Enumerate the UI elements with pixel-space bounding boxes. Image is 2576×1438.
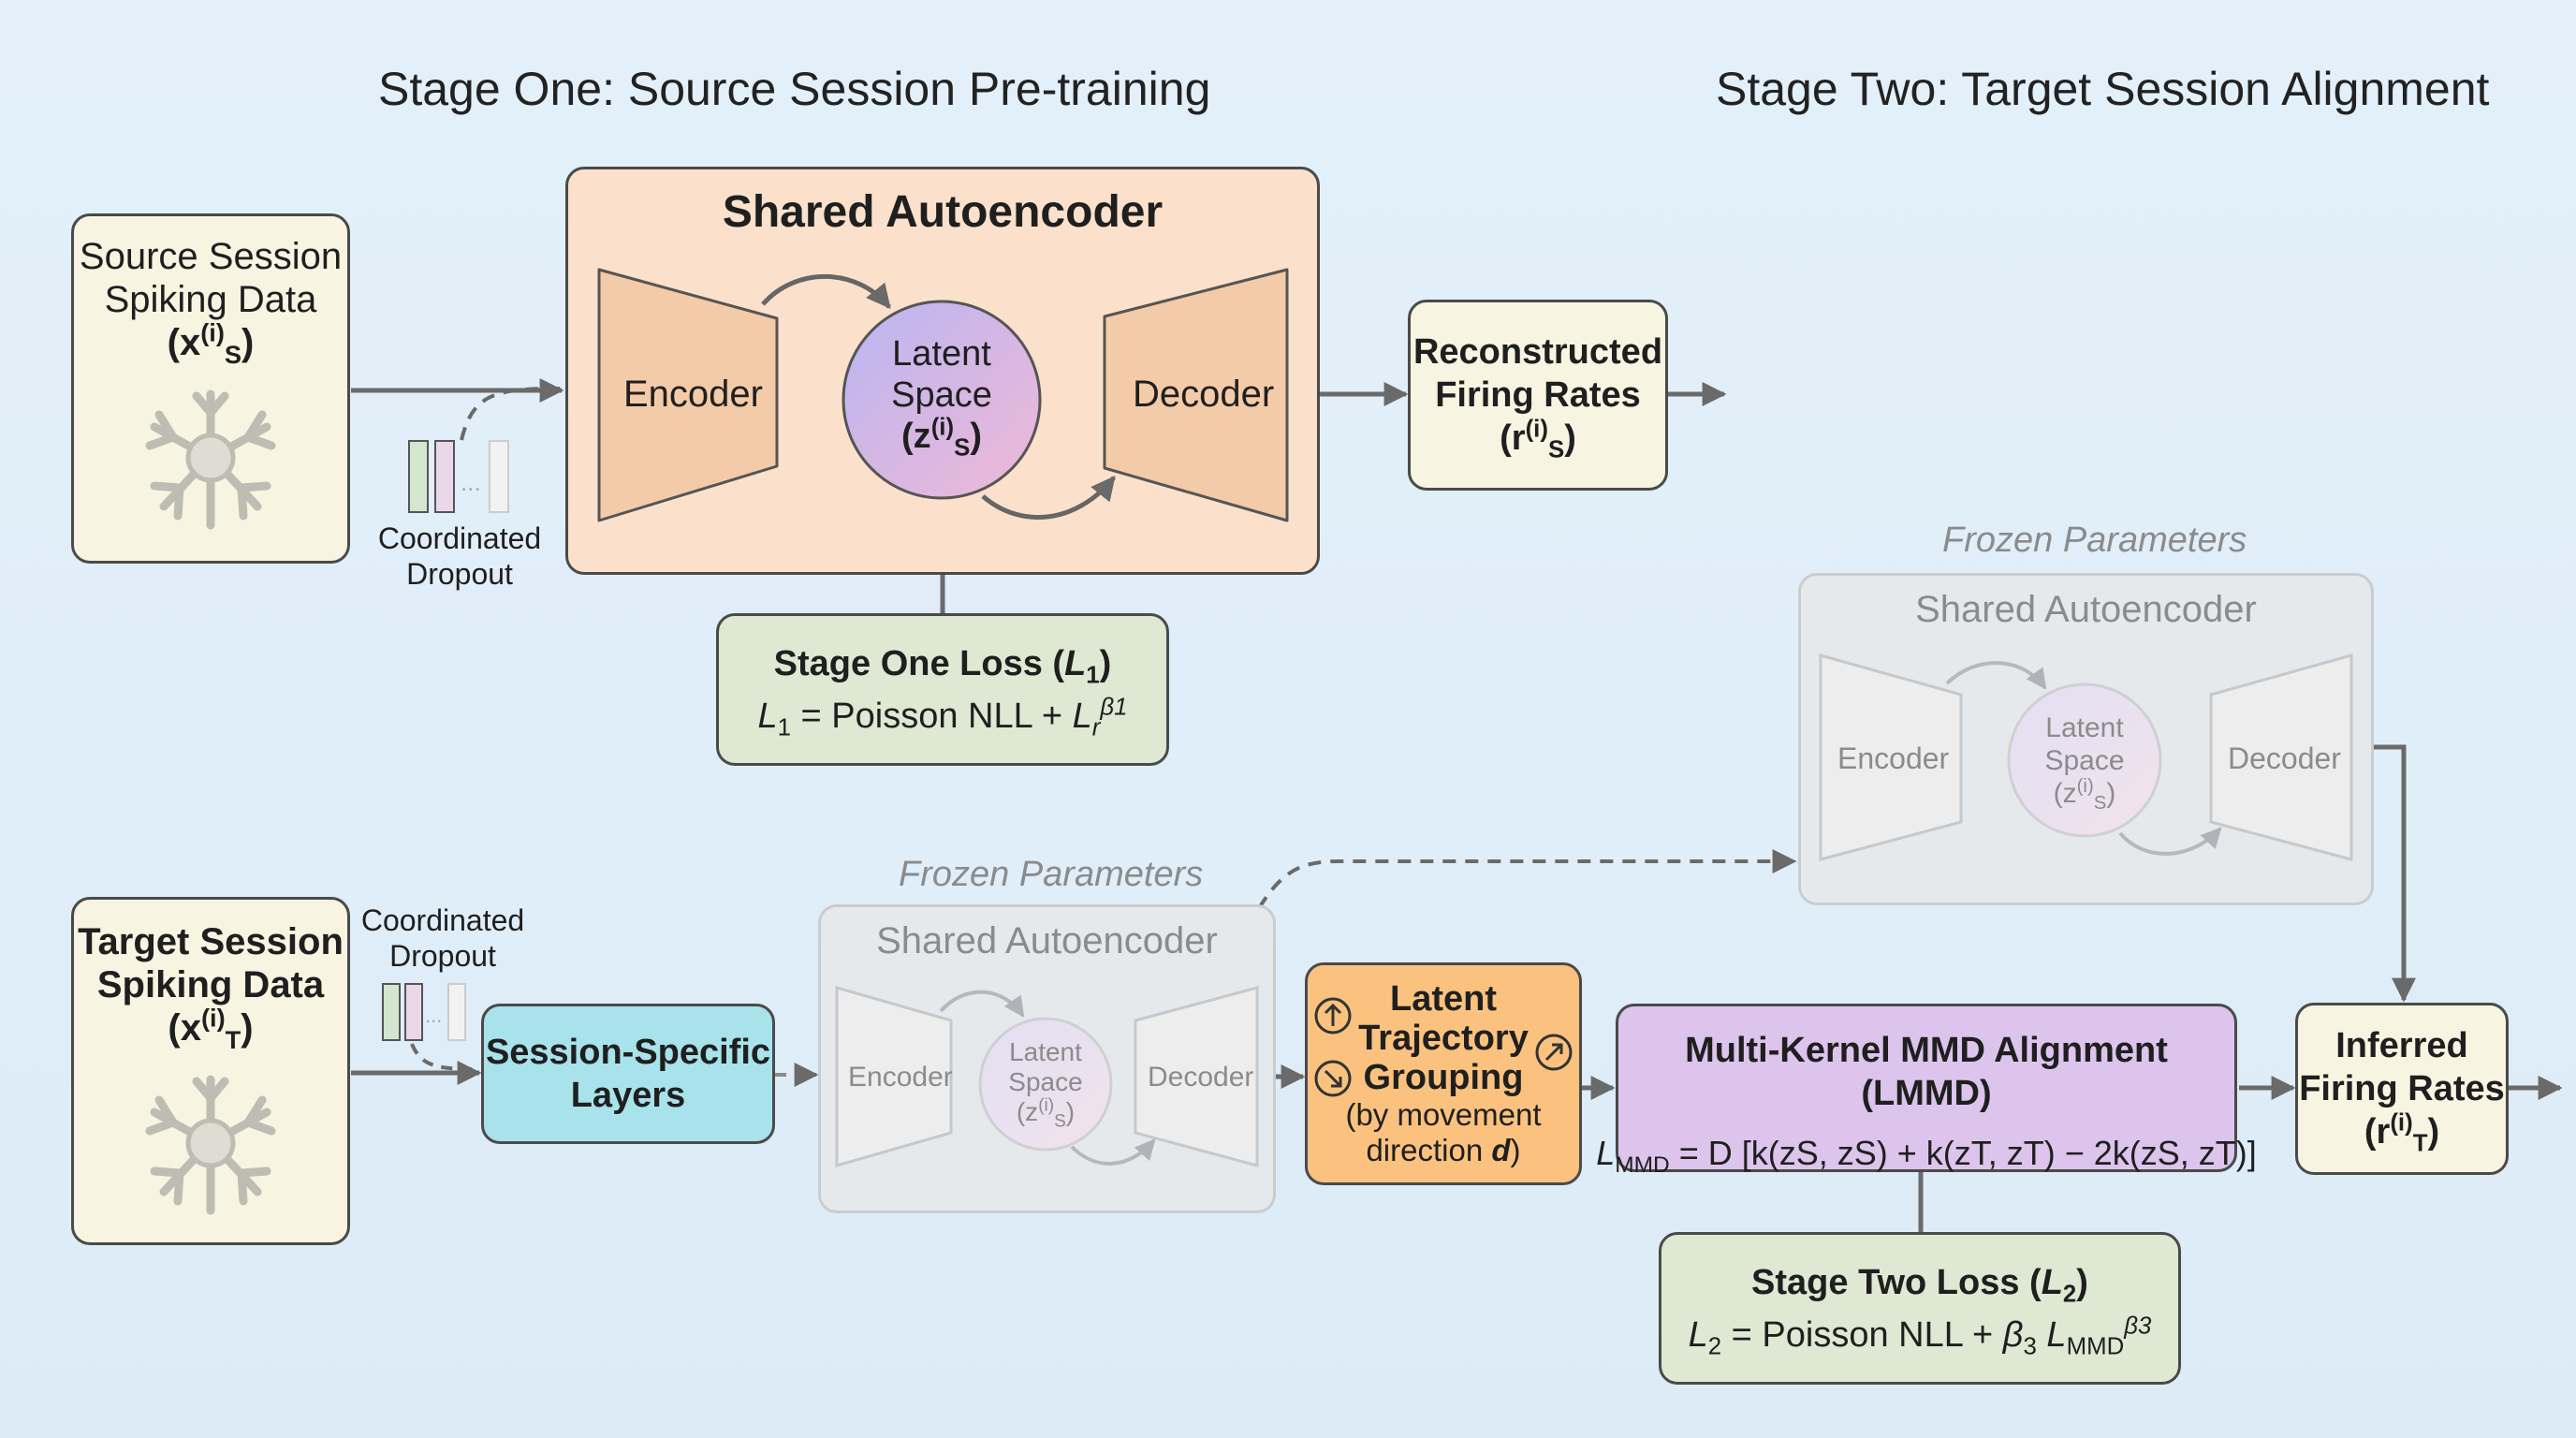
dropout-bar: [434, 440, 455, 513]
decoder-label: Decoder: [1133, 374, 1275, 415]
arrow-frozen-mid-to-top: [1257, 849, 1797, 910]
arrow-dropout2-to-session-layers: [410, 1043, 478, 1071]
dropout-bar-faded: [447, 983, 466, 1041]
frozen-mid-encoder-label: Encoder: [848, 1062, 953, 1093]
encoder-shape: [597, 268, 779, 522]
frozen-top-latent-out: [2118, 827, 2222, 856]
frozen-mid-latent-in: [939, 990, 1025, 1018]
direction-up-icon: [1314, 997, 1352, 1034]
stage-one-loss-title: Stage One Loss (L1): [773, 643, 1112, 689]
frozen-mid-decoder-shape: [1134, 986, 1259, 1167]
dropout-dots: ...: [461, 468, 481, 496]
dropout-bar-faded: [489, 440, 509, 513]
frozen-mid-encoder-shape: [835, 986, 953, 1167]
frozen-mid-latent-label: Latent Space (z(i)S): [1008, 1037, 1083, 1132]
source-session-box: Source Session Spiking Data (x(i)S): [71, 213, 350, 564]
mmd-alignment-box: Multi-Kernel MMD Alignment (LMMD) LMMD =…: [1596, 1004, 2257, 1177]
stage-two-loss-title: Stage Two Loss (L2): [1751, 1262, 2088, 1308]
target-session-box: Target Session Spiking Data (x(i)T): [71, 897, 350, 1245]
dropout-bar: [382, 983, 401, 1041]
frozen-top-latent-circle: [2007, 682, 2162, 838]
dropout-label-top: Coordinated Dropout: [377, 521, 542, 591]
direction-down-right-icon: [1314, 1060, 1352, 1097]
frozen-top-decoder-label: Decoder: [2228, 741, 2341, 775]
frozen-top-latent-label: Latent Space (z(i)S): [2044, 712, 2125, 814]
latent-out-arrow: [981, 475, 1116, 521]
arrow-dropout-to-ae: [460, 387, 561, 441]
mmd-equation: LMMD = D [k(zS, zS) + k(zT, zT) − 2k(zS,…: [1596, 1134, 2257, 1179]
dropout-bar: [408, 440, 429, 513]
frozen-mid-latent-out: [1070, 1138, 1156, 1166]
neuron-icon: [145, 389, 276, 530]
frozen-top-encoder-label: Encoder: [1837, 741, 1950, 775]
frozen-top-latent-in: [1945, 661, 2047, 690]
source-line2: Spiking Data: [104, 279, 317, 320]
encoder-label: Encoder: [623, 374, 763, 415]
dropout-dots: ...: [425, 1004, 443, 1027]
mmd-title: Multi-Kernel MMD Alignment (LMMD): [1685, 1031, 2168, 1113]
frozen-label-top: Frozen Parameters: [1942, 521, 2247, 560]
source-line1: Source Session: [79, 236, 343, 277]
frozen-mid-decoder-label: Decoder: [1148, 1062, 1254, 1093]
stage-one-title: Stage One: Source Session Pre-training: [378, 63, 1211, 115]
stage-one-loss-equation: L1 = Poisson NLL + Lrβ1: [757, 693, 1128, 741]
latent-trajectory-grouping-box: Latent Trajectory Grouping (by movement …: [1305, 962, 1582, 1185]
session-specific-layers-box: Session-Specific Layers: [481, 1004, 775, 1144]
stage-one-loss-box: Stage One Loss (L1) L1 = Poisson NLL + L…: [716, 613, 1169, 766]
inferred-firing-rates-box: Inferred Firing Rates (r(i)T): [2295, 1003, 2509, 1175]
frozen-label-mid: Frozen Parameters: [899, 855, 1204, 894]
reconstructed-firing-rates-box: Reconstructed Firing Rates (r(i)S): [1408, 300, 1668, 491]
frozen-mid-latent-circle: [978, 1017, 1113, 1152]
arrow-frozen-top-to-inferred: [2372, 744, 2416, 1003]
neuron-icon: [145, 1075, 276, 1215]
decoder-shape: [1103, 268, 1289, 522]
direction-up-right-icon: [1535, 1034, 1573, 1071]
stage-two-loss-box: Stage Two Loss (L2) L2 = Poisson NLL + β…: [1659, 1232, 2181, 1385]
shared-ae-title: Shared Autoencoder: [722, 187, 1164, 237]
dropout-label-bottom: Coordinated Dropout: [360, 903, 525, 973]
latent-space-label: Latent Space (z(i)S): [891, 334, 992, 462]
latent-circle: [842, 300, 1042, 500]
frozen-top-decoder-shape: [2209, 653, 2353, 861]
frozen-top-title: Shared Autoencoder: [1915, 589, 2257, 630]
latent-in-arrow: [761, 273, 891, 310]
dropout-bar: [404, 983, 423, 1041]
source-variable: (x(i)S): [167, 317, 255, 369]
stage-two-title: Stage Two: Target Session Alignment: [1716, 63, 2490, 115]
frozen-mid-title: Shared Autoencoder: [876, 920, 1218, 961]
stage-two-loss-equation: L2 = Poisson NLL + β3 LMMDβ3: [1688, 1312, 2152, 1360]
frozen-top-encoder-shape: [1819, 653, 1963, 861]
